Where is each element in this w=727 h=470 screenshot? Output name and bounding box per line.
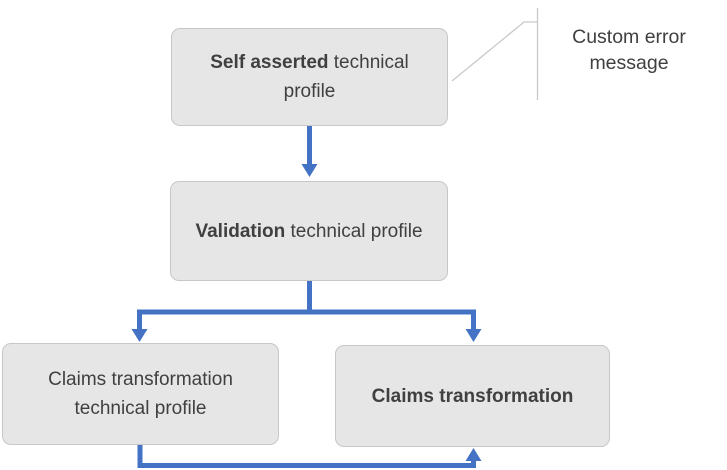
- custom-error-callout-leader-line: [451, 8, 539, 100]
- claims-tp-to-claims-transformation-arrow: [137, 445, 482, 468]
- box-label-rest: technical profile: [285, 220, 423, 242]
- box-label: Validation technical profile: [195, 217, 422, 246]
- callout-diagonal-line: [451, 21, 538, 82]
- box-label-bold: Self asserted: [210, 52, 329, 73]
- box-label-bold: Validation: [195, 220, 286, 242]
- arrow-head-down-icon: [131, 329, 148, 342]
- box-label-bold: Claims transformation: [371, 385, 574, 407]
- custom-error-message-label: Custom error message: [572, 26, 686, 74]
- box-label-rest: Claims transformation technical profile: [48, 369, 233, 419]
- box-label: Claims transformation: [372, 382, 574, 411]
- box-label: Self asserted technical profile: [196, 48, 423, 106]
- box-label: Claims transformation technical profile: [27, 365, 254, 423]
- arrow-head-up-icon: [465, 448, 482, 461]
- arrow-head-down-icon: [465, 329, 482, 342]
- arrow-head-down-icon: [301, 164, 318, 177]
- elbow-shaft: [137, 445, 476, 468]
- validation-branch-arrows: [131, 281, 482, 342]
- validation-technical-profile-box: Validation technical profile: [170, 181, 448, 281]
- claims-transformation-box: Claims transformation: [335, 345, 610, 447]
- claims-transformation-technical-profile-box: Claims transformation technical profile: [2, 343, 279, 445]
- self-asserted-technical-profile-box: Self asserted technical profile: [171, 28, 448, 126]
- box-label-rest: technical profile: [283, 52, 409, 102]
- self-asserted-to-validation-arrow: [301, 126, 318, 177]
